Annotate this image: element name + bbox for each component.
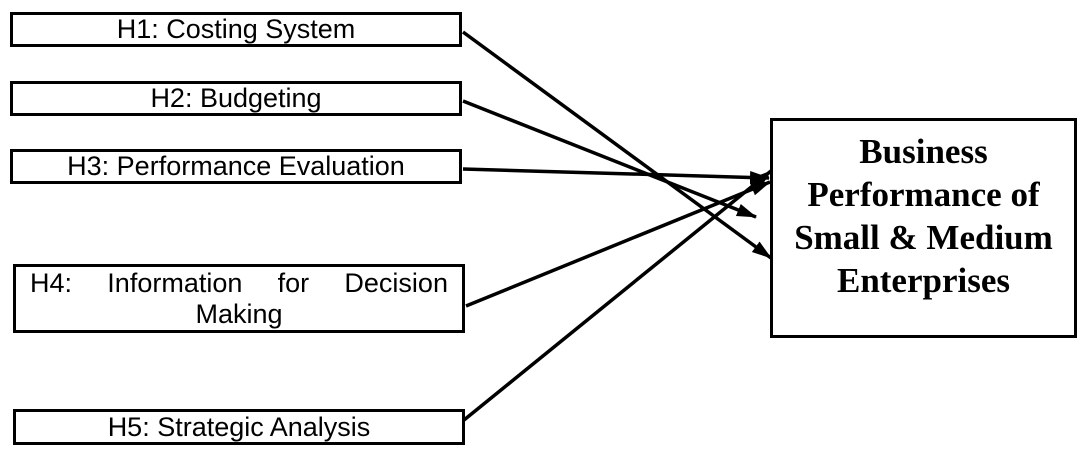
- hypothesis-label-h2: H2: Budgeting: [150, 83, 322, 113]
- arrow-h3-to-outcome: [462, 167, 770, 184]
- outcome-line-4: Enterprises: [836, 261, 1011, 300]
- h4-word-2: Information: [107, 267, 243, 298]
- arrow-h2-to-outcome: [462, 99, 757, 219]
- hypothesis-label-h4-line2: Making: [195, 298, 283, 329]
- hypothesis-box-h1: H1: Costing System: [10, 12, 462, 47]
- outcome-line-2: Performance of: [807, 175, 1040, 214]
- hypothesis-label-h5: H5: Strategic Analysis: [107, 411, 371, 442]
- arrow-h4-to-outcome: [465, 180, 771, 308]
- h4-word-1: H4:: [30, 267, 73, 298]
- hypothesis-label-h1: H1: Costing System: [116, 14, 356, 44]
- hypothesis-box-h2: H2: Budgeting: [10, 81, 462, 116]
- outcome-line-3: Small & Medium: [794, 218, 1053, 257]
- hypothesis-box-h3: H3: Performance Evaluation: [10, 149, 462, 184]
- outcome-box: Business Performance of Small & Medium E…: [770, 118, 1077, 338]
- hypothesis-label-h4-line1: H4: Information for Decision: [30, 268, 448, 299]
- h4-word-3: for: [277, 267, 310, 298]
- hypothesis-box-h4: H4: Information for Decision Making: [13, 264, 465, 333]
- arrow-h1-to-outcome: [461, 30, 773, 260]
- hypothesis-label-h3: H3: Performance Evaluation: [67, 151, 405, 181]
- h4-word-4: Decision: [344, 267, 448, 298]
- outcome-line-1: Business: [859, 132, 988, 171]
- arrow-h5-to-outcome: [462, 169, 773, 422]
- hypothesis-box-h5: H5: Strategic Analysis: [13, 409, 465, 445]
